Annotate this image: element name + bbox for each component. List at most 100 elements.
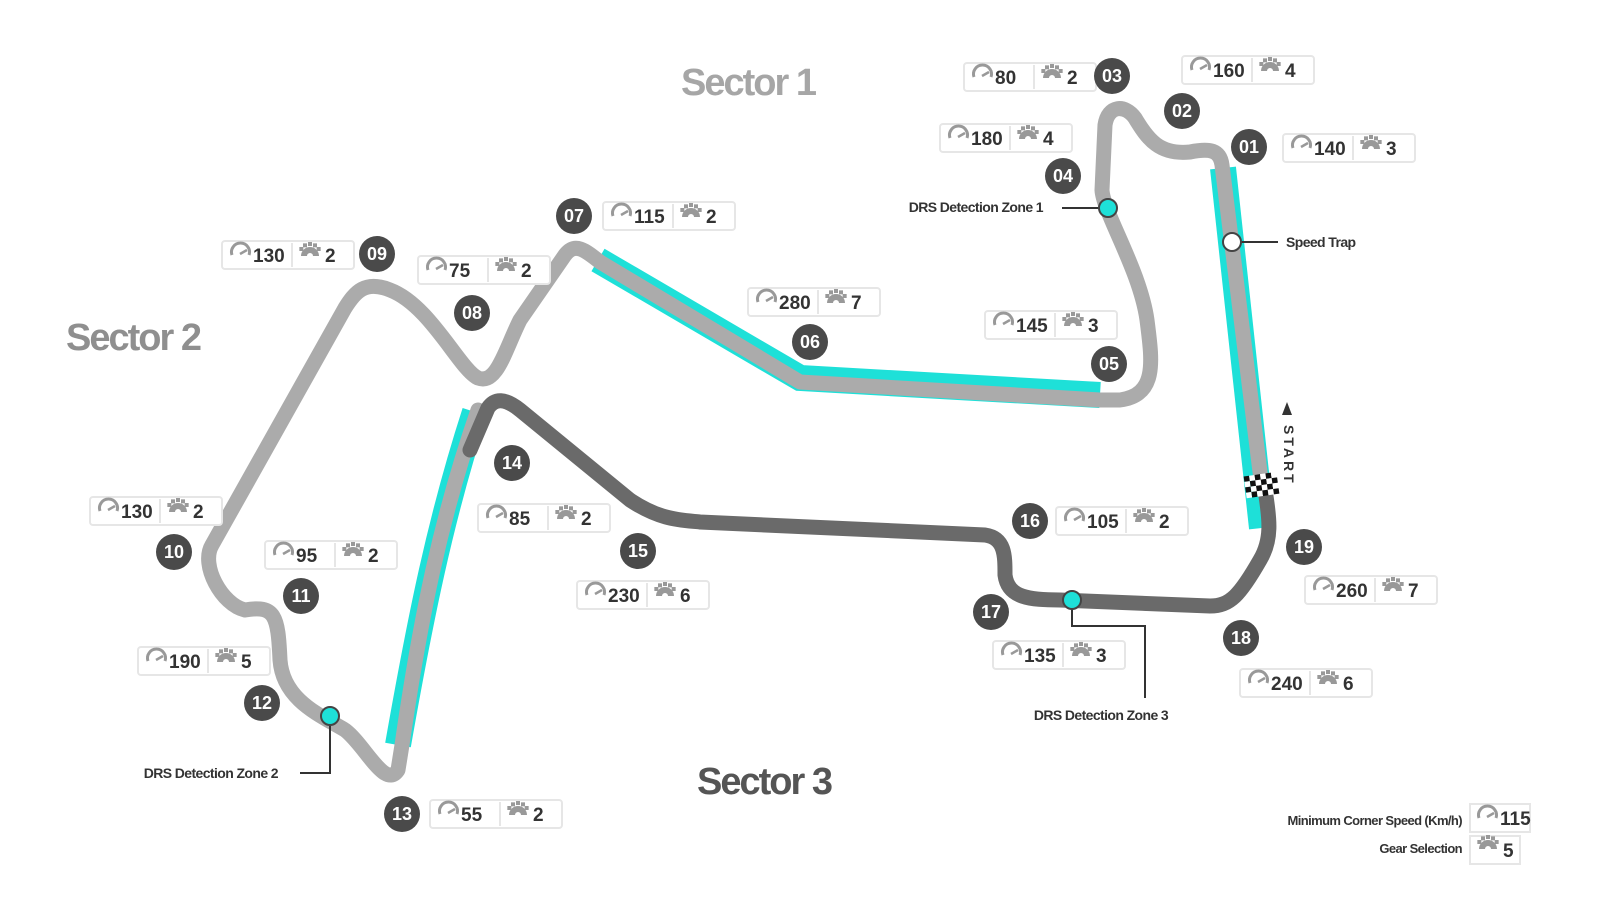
speedometer-icon	[273, 541, 294, 556]
min-speed: 105	[1087, 512, 1119, 533]
start-indicator: START	[1281, 402, 1297, 486]
corner-13: 55 2 13	[384, 796, 563, 832]
gear-icon	[299, 242, 321, 259]
corner-number: 13	[392, 804, 412, 824]
corner-number-badge: 13	[384, 796, 420, 832]
gear: 4	[1043, 129, 1054, 150]
corner-number: 06	[800, 332, 820, 352]
min-speed: 230	[608, 586, 640, 607]
legend: Minimum Corner Speed (Km/h) Gear Selecti…	[1288, 803, 1531, 865]
corner-number-badge: 14	[494, 445, 530, 481]
min-speed: 95	[296, 546, 318, 567]
speedometer-icon	[146, 647, 167, 662]
corner-number-badge: 15	[620, 533, 656, 569]
corner-number: 10	[164, 542, 184, 562]
corner-16: 105 2 16	[1012, 503, 1189, 539]
speedometer-icon	[585, 581, 606, 596]
gear: 3	[1096, 646, 1107, 667]
min-speed: 80	[995, 68, 1016, 89]
gear: 2	[368, 546, 379, 567]
gear: 7	[1408, 581, 1419, 602]
speedometer-icon	[1313, 576, 1334, 591]
legend-gear-label: Gear Selection	[1379, 841, 1462, 856]
speed-trap: Speed Trap	[1222, 232, 1356, 252]
gear: 2	[325, 246, 336, 267]
drs-detection-zone-2: DRS Detection Zone 2	[144, 706, 340, 781]
speedometer-icon	[1001, 641, 1022, 656]
gear-icon	[495, 257, 517, 274]
speed-trap-label: Speed Trap	[1286, 234, 1356, 250]
gear-icon	[1477, 835, 1499, 852]
speedometer-icon	[948, 124, 969, 139]
min-speed: 55	[461, 805, 483, 826]
corner-number: 03	[1102, 66, 1122, 86]
corner-number-badge: 04	[1045, 158, 1081, 194]
corner-number-badge: 06	[792, 324, 828, 360]
corner-info-box: 130 2	[221, 240, 355, 270]
speedometer-icon	[993, 311, 1014, 326]
corner-number-badge: 16	[1012, 503, 1048, 539]
drs2-label: DRS Detection Zone 2	[144, 765, 279, 781]
gear: 2	[521, 261, 532, 282]
gear: 2	[581, 509, 592, 530]
gear: 6	[680, 586, 691, 607]
gear-icon	[1133, 508, 1155, 525]
gear-icon	[507, 801, 529, 818]
gear-icon	[1041, 64, 1063, 81]
corner-number: 17	[981, 602, 1001, 622]
min-speed: 130	[253, 246, 285, 267]
gear: 3	[1088, 316, 1099, 337]
corner-number: 08	[462, 303, 482, 323]
gear-icon	[680, 203, 702, 220]
speedometer-icon	[230, 241, 251, 256]
min-speed: 190	[169, 652, 201, 673]
corner-info-box: 55 2	[429, 799, 563, 829]
gear-icon	[1062, 312, 1084, 329]
corner-number-badge: 09	[359, 236, 395, 272]
legend-gear-example: 5	[1503, 841, 1514, 862]
gear: 2	[533, 805, 544, 826]
gear: 6	[1343, 674, 1354, 695]
corner-number: 07	[564, 206, 584, 226]
corner-number-badge: 02	[1164, 93, 1200, 129]
speedometer-icon	[1190, 56, 1211, 71]
corner-05: 145 305	[984, 310, 1127, 382]
corner-number: 05	[1099, 354, 1119, 374]
corner-number-badge: 18	[1223, 620, 1259, 656]
corner-number-badge: 08	[454, 295, 490, 331]
gear: 5	[241, 652, 252, 673]
min-speed: 260	[1336, 581, 1368, 602]
min-speed: 140	[1314, 139, 1346, 160]
gear: 2	[1159, 512, 1170, 533]
speedometer-icon	[1064, 507, 1085, 522]
start-label: START	[1281, 425, 1297, 486]
gear-icon	[215, 648, 237, 665]
gear-icon	[1382, 577, 1404, 594]
speedometer-icon	[1477, 804, 1498, 819]
drs-detection-zone-3: DRS Detection Zone 3	[1034, 590, 1170, 723]
corner-number: 02	[1172, 101, 1192, 121]
gear-icon	[1360, 135, 1382, 152]
gear-icon	[825, 289, 847, 306]
min-speed: 145	[1016, 316, 1048, 337]
gear-icon	[1317, 670, 1339, 687]
corner-number-badge: 01	[1231, 129, 1267, 165]
min-speed: 115	[634, 207, 665, 228]
